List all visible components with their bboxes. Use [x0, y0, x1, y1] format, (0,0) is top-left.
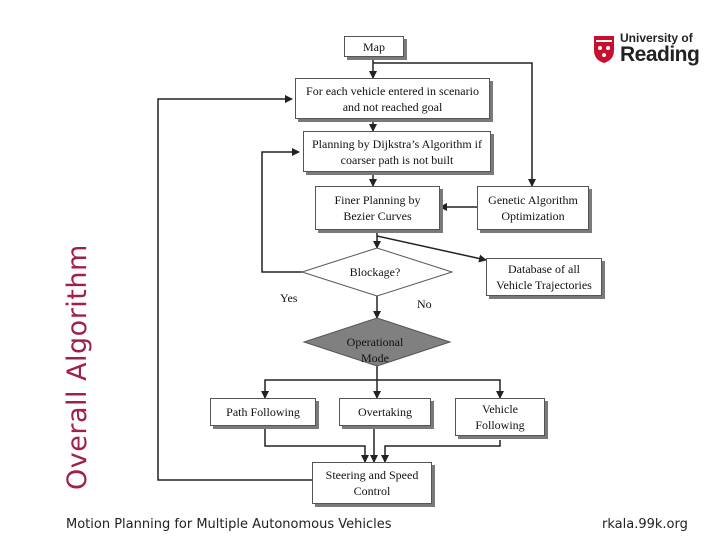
- arrow-vehicle-to-steering: [381, 440, 501, 463]
- overtaking-label: Overtaking: [358, 405, 412, 419]
- arrow-steering-to-foreach: [157, 95, 312, 481]
- map-label: Map: [363, 39, 385, 54]
- blockage-label: Blockage?: [350, 265, 401, 279]
- path-following-box: Path Following: [210, 398, 316, 426]
- for-each-label-1: For each vehicle entered in scenario: [306, 83, 479, 98]
- dijkstra-label-1: Planning by Dijkstra’s Algorithm if: [312, 136, 482, 151]
- arrow-operational-to-vehicle: [377, 379, 504, 399]
- arrow-map-to-genetic: [373, 62, 536, 187]
- dijkstra-label-2: coarser path is not built: [340, 152, 454, 167]
- operational-diamond: [302, 317, 452, 367]
- no-label: No: [417, 297, 432, 311]
- map-box: Map: [344, 36, 404, 57]
- yes-label: Yes: [280, 291, 298, 305]
- steering-label-2: Control: [353, 484, 391, 498]
- database-label-2: Vehicle Trajectories: [496, 278, 592, 292]
- bezier-label-1: Finer Planning by: [334, 193, 421, 207]
- vehicle-following-label-1: Vehicle: [482, 402, 518, 416]
- overtaking-box: Overtaking: [339, 398, 431, 426]
- blockage-diamond: [300, 247, 454, 297]
- genetic-box: Genetic Algorithm Optimization: [477, 186, 589, 230]
- footer-url: rkala.99k.org: [602, 517, 688, 532]
- bezier-box: Finer Planning by Bezier Curves: [315, 186, 440, 230]
- university-logo: University of Reading: [592, 30, 700, 68]
- genetic-label-1: Genetic Algorithm: [488, 193, 578, 207]
- logo-line-2: Reading: [620, 43, 700, 66]
- steering-control-box: Steering and Speed Control: [312, 462, 432, 504]
- database-box: Database of all Vehicle Trajectories: [486, 258, 602, 296]
- database-label-1: Database of all: [508, 262, 580, 276]
- arrow-bezier-to-database: [376, 235, 487, 263]
- bezier-label-2: Bezier Curves: [343, 209, 412, 223]
- for-each-vehicle-box: For each vehicle entered in scenario and…: [295, 78, 490, 119]
- for-each-label-2: and not reached goal: [342, 99, 443, 114]
- footer-title: Motion Planning for Multiple Autonomous …: [66, 517, 392, 532]
- crest-icon: [594, 36, 614, 63]
- path-following-label: Path Following: [226, 405, 300, 419]
- operational-label-2: Mode: [361, 351, 389, 365]
- steering-label-1: Steering and Speed: [325, 468, 419, 482]
- vehicle-following-label-2: Following: [475, 418, 525, 432]
- vehicle-following-box: Vehicle Following: [455, 398, 545, 436]
- arrow-operational-to-path: [261, 366, 378, 399]
- arrow-path-to-steering: [264, 426, 369, 463]
- operational-label-1: Operational: [347, 335, 404, 349]
- arrow-yes-to-dijkstra: [261, 148, 302, 273]
- logo-line-1: University of: [620, 31, 693, 45]
- side-title: Overall Algorithm: [62, 244, 93, 490]
- dijkstra-box: Planning by Dijkstra’s Algorithm if coar…: [303, 131, 491, 172]
- genetic-label-2: Optimization: [501, 209, 565, 223]
